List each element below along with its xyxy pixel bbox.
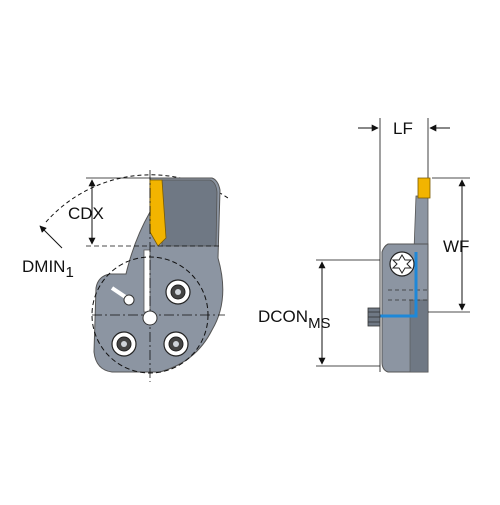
lf-label: LF (393, 119, 413, 138)
torx-screw-icon (389, 251, 415, 277)
side-insert (417, 177, 431, 199)
screw-top-right (165, 279, 191, 305)
side-lower-block (409, 299, 429, 373)
dmin-leader (39, 225, 63, 249)
screw-bottom-left (111, 331, 137, 357)
center-hole (142, 310, 158, 326)
insert (149, 179, 167, 247)
blade (413, 195, 429, 251)
coolant-hole (123, 294, 135, 306)
dmin-label: DMIN1 (22, 257, 74, 281)
dmin-arc (45, 174, 229, 223)
screw-bottom-right (163, 331, 189, 357)
side-view: LF WF DCONMS (258, 118, 470, 373)
upper-block (161, 179, 218, 247)
coolant-channel (374, 252, 418, 318)
front-view: CDX DMIN1 (22, 170, 229, 382)
cdx-label: CDX (68, 204, 104, 223)
dcon-label: DCONMS (258, 307, 331, 332)
wf-label: WF (443, 237, 469, 256)
clamp-slot (143, 249, 151, 313)
